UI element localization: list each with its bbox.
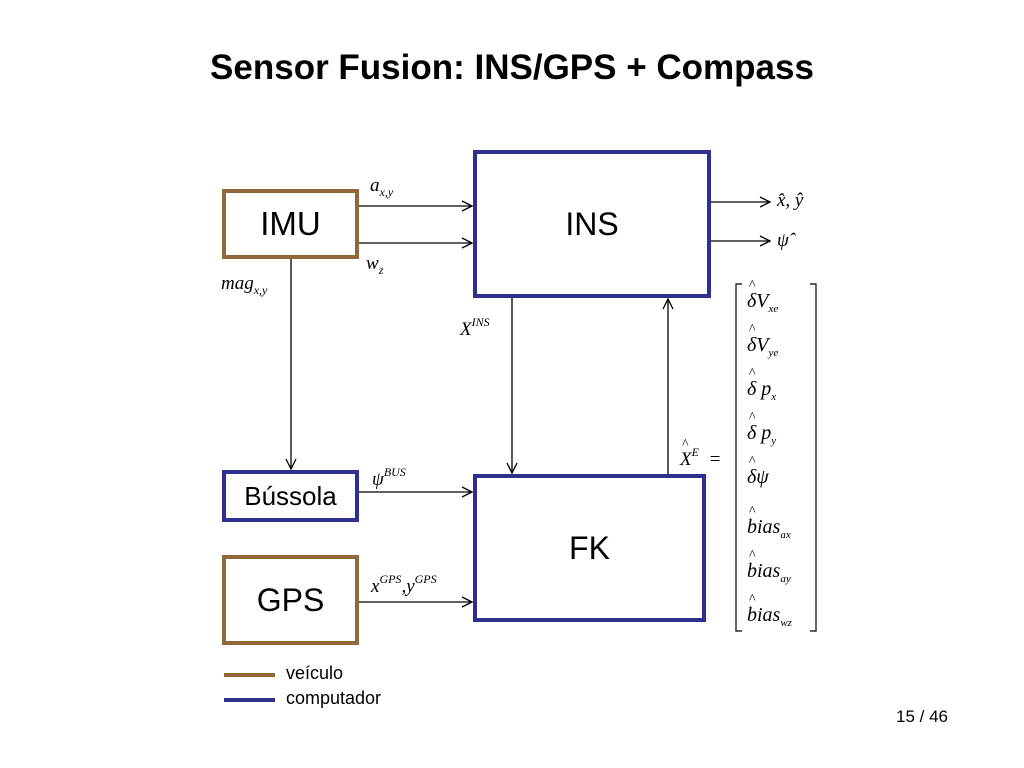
label-state-xe: XE = [680,438,720,469]
imu-block: IMU [222,189,359,259]
fk-block: FK [473,474,706,622]
label-gyro: wz [366,253,384,277]
bussola-label: Bússola [244,480,337,511]
state-row: δ px [747,367,776,403]
label-x-ins: XINS [460,315,490,340]
page-number: 15 / 46 [896,707,948,726]
ins-label: INS [565,205,619,242]
legend-vehicle-label: veículo [286,663,344,683]
state-row: biaswz [747,593,792,629]
legend-computer-label: computador [286,688,382,708]
slide-title: Sensor Fusion: INS/GPS + Compass [210,48,814,87]
state-row: δ py [747,411,776,447]
label-out-xy: x̂, ŷ [777,190,804,211]
state-vector-brackets [735,283,817,632]
state-row: biasay [747,549,791,585]
state-row: biasax [747,505,791,541]
gps-label: GPS [256,581,325,618]
gps-block: GPS [222,555,359,645]
state-row: δVye [747,323,778,359]
state-row: δψ [747,455,769,491]
bussola-block: Bússola [222,470,359,522]
label-gps-xy: xGPS,yGPS [371,572,437,597]
ins-block: INS [473,150,711,298]
label-psi-bus: ψBUS [372,465,406,490]
label-mag: magx,y [221,273,268,297]
fk-label: FK [569,529,610,566]
label-out-psi: ψ̂ [777,230,789,251]
state-row: δVxe [747,279,778,315]
label-accel: ax,y [370,175,394,199]
imu-label: IMU [260,205,321,242]
